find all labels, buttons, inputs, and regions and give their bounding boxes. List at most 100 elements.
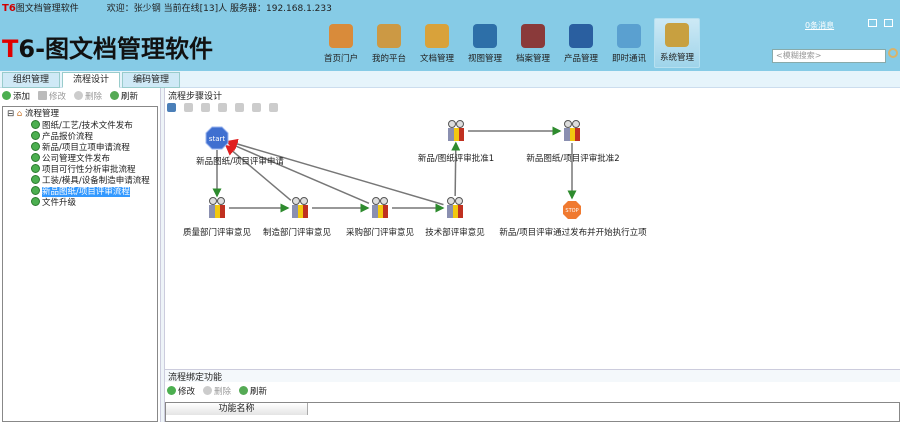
svg-text:start: start <box>209 135 226 143</box>
step-node-purchasing[interactable] <box>372 197 388 219</box>
node-label-approve2: 新品图纸/项目评审批准2 <box>526 154 620 164</box>
node-label-start: 新品图纸/项目评审申请 <box>196 157 284 167</box>
svg-text:STOP: STOP <box>565 208 578 214</box>
tab-workflow[interactable]: 流程设计 <box>62 72 120 88</box>
check-icon <box>31 131 40 140</box>
return-arrow[interactable] <box>227 138 444 206</box>
add-icon <box>2 91 11 100</box>
return-arrow[interactable] <box>226 141 370 204</box>
binding-toolbar: 修改 删除 刷新 <box>167 385 267 397</box>
home-icon <box>329 24 353 48</box>
tree-item[interactable]: 文件升级 <box>7 197 157 208</box>
binding-table: 功能名称 <box>165 402 900 422</box>
diagram-title: 流程步骤设计 <box>168 92 223 102</box>
edit-icon <box>167 386 176 395</box>
binding-edit-button[interactable]: 修改 <box>167 385 195 397</box>
lock-icon[interactable] <box>269 103 278 112</box>
refresh-icon <box>239 386 249 395</box>
nav-item-6[interactable]: 即时通讯 <box>606 18 652 68</box>
globe-icon <box>473 24 497 48</box>
search-input[interactable]: <模糊搜索> <box>772 49 886 63</box>
nav-item-2[interactable]: 文档管理 <box>414 18 460 68</box>
main-nav: 首页门户我的平台 文档管理 视图管理档案管理产品管理即时通讯 系统管理 <box>318 18 700 68</box>
splitter[interactable] <box>160 88 165 422</box>
app-title: T6图文档管理软件 <box>2 3 79 14</box>
add-button[interactable]: 添加 <box>2 90 30 102</box>
line-icon[interactable] <box>235 103 244 112</box>
edit-icon <box>38 91 48 100</box>
binding-refresh-button[interactable]: 刷新 <box>239 385 267 397</box>
tree-root[interactable]: ⊟ ⌂ 流程管理 <box>7 109 59 119</box>
tab-coding[interactable]: 编码管理 <box>122 72 180 88</box>
search-icon[interactable] <box>888 48 898 58</box>
tree-item[interactable]: 工装/模具/设备制造申请流程 <box>7 175 157 186</box>
user-icon[interactable] <box>218 103 227 112</box>
flow-arrow[interactable] <box>451 141 461 197</box>
refresh-icon <box>110 91 120 100</box>
edit-button[interactable]: 修改 <box>38 90 66 102</box>
start-node[interactable]: start <box>205 126 229 150</box>
logo: T6-图文档管理软件 <box>2 35 214 63</box>
node-label-quality: 质量部门评审意见 <box>182 228 252 238</box>
tree-item[interactable]: 新品/项目立项申请流程 <box>7 142 157 153</box>
save-icon[interactable] <box>167 103 176 112</box>
nav-item-4[interactable]: 档案管理 <box>510 18 556 68</box>
nav-item-7[interactable]: 系统管理 <box>654 18 700 68</box>
return-arrow[interactable] <box>225 144 292 201</box>
gear-icon <box>569 24 593 48</box>
title-bar: T6图文档管理软件 欢迎：张少钢 当前在线[13]人 服务器：192.168.1… <box>0 0 900 15</box>
step-node-quality[interactable] <box>209 197 225 219</box>
step-node-approve2[interactable] <box>564 120 580 142</box>
arrow-icon[interactable] <box>252 103 261 112</box>
step-node-manufacturing[interactable] <box>292 197 308 219</box>
stop-node[interactable]: STOP <box>563 201 581 219</box>
messages-link[interactable]: 0条消息 <box>805 21 835 30</box>
nav-label: 文档管理 <box>419 54 454 64</box>
nav-item-5[interactable]: 产品管理 <box>558 18 604 68</box>
nav-item-3[interactable]: 视图管理 <box>462 18 508 68</box>
step-node-approve1[interactable] <box>448 120 464 142</box>
check-icon <box>31 186 40 195</box>
tree-item[interactable]: 图纸/工艺/技术文件发布 <box>7 120 157 131</box>
check-icon <box>31 164 40 173</box>
tree-item[interactable]: 产品报价流程 <box>7 131 157 142</box>
check-icon <box>31 175 40 184</box>
column-header-function[interactable]: 功能名称 <box>166 403 308 415</box>
check-icon <box>31 197 40 206</box>
nav-item-1[interactable]: 我的平台 <box>366 18 412 68</box>
users-icon[interactable] <box>201 103 210 112</box>
check-icon <box>31 120 40 129</box>
tree-item[interactable]: 新品图纸/项目评审流程 <box>7 186 157 197</box>
node-label-technical: 技术部评审意见 <box>425 228 485 238</box>
tree-item[interactable]: 公司管理文件发布 <box>7 153 157 164</box>
node-label-manufacturing: 制造部门评审意见 <box>262 228 332 238</box>
binding-title: 流程绑定功能 <box>165 369 900 383</box>
nav-label: 系统管理 <box>659 53 694 63</box>
nav-item-0[interactable]: 首页门户 <box>318 18 364 68</box>
minimize-button[interactable] <box>868 19 877 27</box>
binding-delete-button[interactable]: 删除 <box>203 385 231 397</box>
node-label-approve1: 新品/图纸评审批准1 <box>417 154 495 164</box>
tree-item[interactable]: 项目可行性分析审批流程 <box>7 164 157 175</box>
tab-bar: 组织管理 流程设计 编码管理 <box>0 71 900 88</box>
tab-org[interactable]: 组织管理 <box>2 72 60 88</box>
settings-icon <box>665 23 689 47</box>
pointer-icon[interactable] <box>184 103 193 112</box>
step-node-technical[interactable] <box>447 197 463 219</box>
diagram-toolbar <box>167 103 278 112</box>
node-label-purchasing: 采购部门评审意见 <box>345 228 415 238</box>
delete-button[interactable]: 删除 <box>74 90 102 102</box>
header: T6-图文档管理软件 首页门户我的平台 文档管理 视图管理档案管理产品管理即时通讯 系… <box>0 15 900 71</box>
welcome-text: 欢迎：张少钢 当前在线[13]人 服务器：192.168.1.233 <box>106 4 332 14</box>
left-panel: 添加 修改 删除 刷新 ⊟ ⌂ 流程管理 图纸/工艺/技术文件发布产品报价流程新… <box>0 88 160 422</box>
folder-icon <box>425 24 449 48</box>
nav-label: 我的平台 <box>371 54 406 64</box>
delete-icon <box>74 91 84 100</box>
nav-label: 视图管理 <box>467 54 502 64</box>
refresh-button[interactable]: 刷新 <box>110 90 138 102</box>
nav-label: 即时通讯 <box>611 54 646 64</box>
users-icon <box>377 24 401 48</box>
exit-button[interactable] <box>884 19 893 27</box>
